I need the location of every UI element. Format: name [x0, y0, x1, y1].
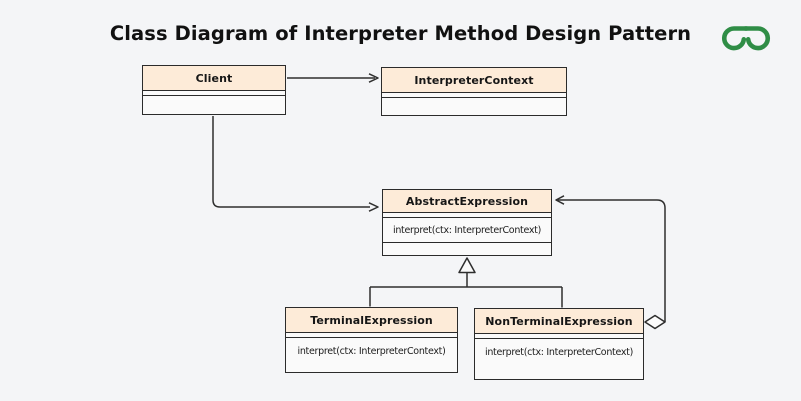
attributes-compartment: [383, 213, 551, 218]
attributes-compartment: [143, 91, 285, 96]
class-name-non-terminal-expression: NonTerminalExpression: [475, 309, 643, 334]
generalization-connector: [369, 257, 563, 308]
class-box-terminal-expression: TerminalExpression interpret(ctx: Interp…: [285, 307, 458, 373]
class-name-client: Client: [143, 66, 285, 91]
open-arrowhead-icon: [368, 202, 379, 212]
method-interpret: interpret(ctx: InterpreterContext): [286, 338, 457, 372]
method-interpret: interpret(ctx: InterpreterContext): [475, 339, 643, 379]
class-box-non-terminal-expression: NonTerminalExpression interpret(ctx: Int…: [474, 308, 644, 380]
class-box-interpreter-context: InterpreterContext: [381, 67, 567, 116]
association-client-to-interpretercontext: [287, 73, 379, 83]
method-interpret: interpret(ctx: InterpreterContext): [383, 218, 551, 243]
diagram-title: Class Diagram of Interpreter Method Desi…: [109, 22, 692, 45]
attributes-compartment: [286, 333, 457, 338]
class-box-client: Client: [142, 65, 286, 115]
open-arrowhead-icon: [368, 73, 379, 83]
methods-compartment-empty: [143, 96, 285, 114]
hollow-triangle-icon: [458, 257, 476, 274]
attributes-compartment: [382, 93, 566, 98]
class-name-abstract-expression: AbstractExpression: [383, 190, 551, 213]
open-arrowhead-icon: [555, 195, 565, 205]
class-name-terminal-expression: TerminalExpression: [286, 308, 457, 333]
class-name-interpreter-context: InterpreterContext: [382, 68, 566, 93]
association-client-to-abstractexpression: [212, 116, 379, 212]
methods-compartment-empty: [382, 98, 566, 115]
class-box-abstract-expression: AbstractExpression interpret(ctx: Interp…: [382, 189, 552, 256]
hollow-diamond-icon: [644, 314, 666, 330]
attributes-compartment: [475, 334, 643, 339]
geeksforgeeks-logo-icon: [721, 26, 771, 51]
extra-compartment-empty: [383, 243, 551, 255]
